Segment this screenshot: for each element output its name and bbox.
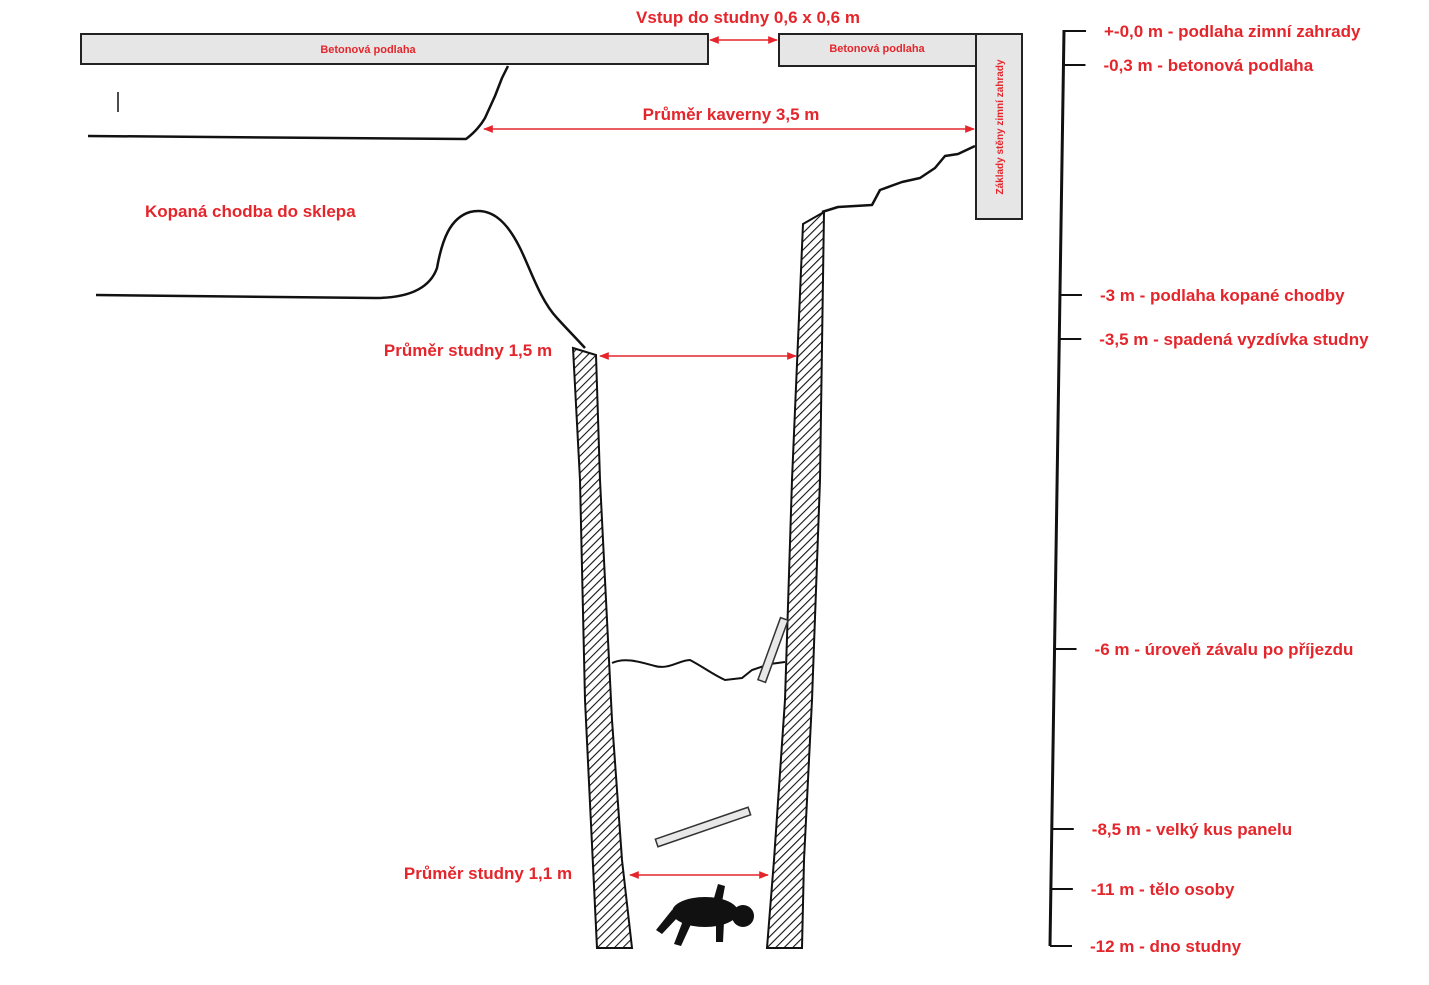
depth-label: -6 m - úroveň závalu po příjezdu — [1095, 640, 1354, 659]
winter-garden-wall-foundation — [975, 33, 1023, 220]
depth-label: -11 m - tělo osoby — [1091, 880, 1235, 899]
depth-label: -3,5 m - spadená vyzdívka studny — [1099, 330, 1369, 349]
concrete-slab-left-label: Betonová podlaha — [320, 44, 416, 56]
depth-label: -3 m - podlaha kopané chodby — [1100, 286, 1345, 305]
tunnel-label: Kopaná chodba do sklepa — [145, 202, 356, 221]
large-panel-piece — [654, 806, 752, 848]
person-body-silhouette — [656, 884, 754, 946]
depth-label: +-0,0 m - podlaha zimní zahrady — [1104, 22, 1361, 41]
depth-scale-axis — [1048, 29, 1066, 947]
cavern-diameter-label: Průměr kaverny 3,5 m — [643, 105, 820, 124]
cavern-right-outline — [821, 144, 976, 214]
depth-scale-ticks: +-0,0 m - podlaha zimní zahrady -0,3 m - … — [1050, 22, 1369, 956]
collapse-level-outline — [611, 658, 786, 682]
cavern-upper-outline — [87, 65, 510, 141]
tunnel-floor-outline — [95, 209, 586, 349]
well-wall-left — [571, 346, 634, 949]
entrance-label: Vstup do studny 0,6 x 0,6 m — [636, 8, 860, 27]
concrete-slab-right-label: Betonová podlaha — [829, 43, 925, 55]
concrete-slab-right — [778, 33, 977, 67]
depth-label: -8,5 m - velký kus panelu — [1092, 820, 1292, 839]
fallen-lining-piece — [756, 616, 790, 684]
concrete-slab-left — [80, 33, 709, 65]
depth-label: -12 m - dno studny — [1090, 937, 1242, 956]
foundation-label: Základy stěny zimní zahrady — [995, 59, 1006, 194]
well-diameter-top-label: Průměr studny 1,5 m — [384, 341, 552, 360]
well-diameter-bottom-label: Průměr studny 1,1 m — [404, 864, 572, 883]
well-wall-right — [765, 210, 826, 949]
depth-label: -0,3 m - betonová podlaha — [1103, 56, 1313, 75]
